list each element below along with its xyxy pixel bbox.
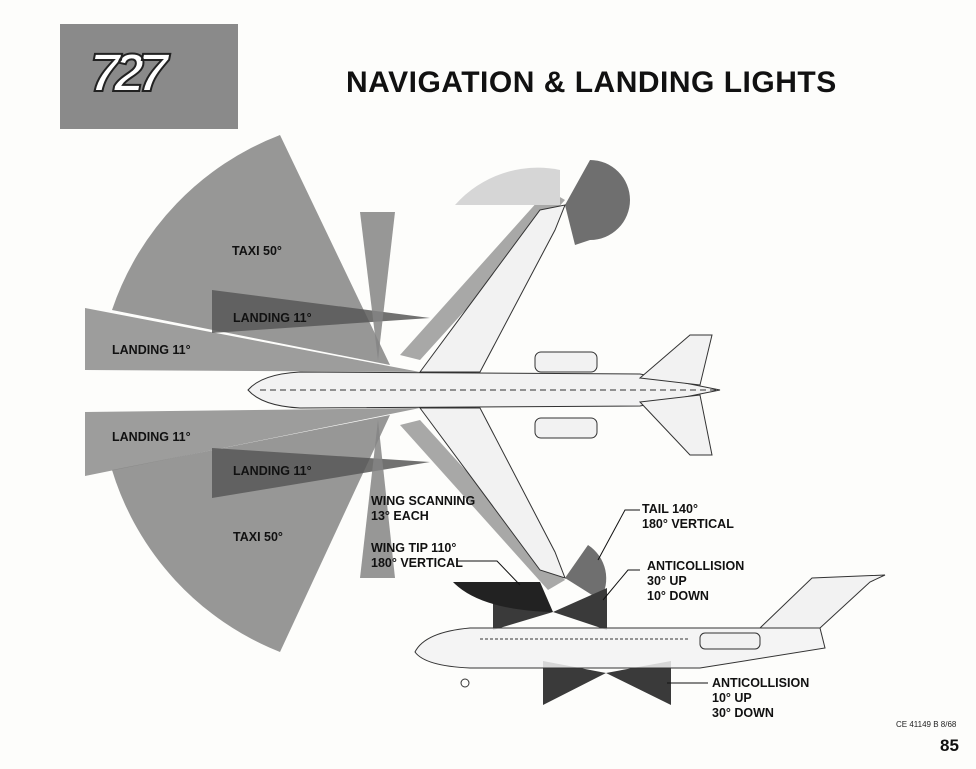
landing-upper-inner-cone — [212, 290, 430, 333]
anticollision-lower-label: ANTICOLLISION 10° UP 30° DOWN — [712, 676, 810, 720]
wing-tip-side-cone — [453, 582, 553, 612]
aircraft-top-view — [247, 204, 721, 579]
landing-upper-outer-cone — [85, 308, 420, 372]
page-number: 85 — [940, 736, 959, 755]
wing-scan-upper — [360, 212, 395, 360]
landing-upper-inner-label: LANDING 11° — [233, 311, 312, 325]
taxi-lower-label: TAXI 50° — [233, 530, 283, 544]
tail-lower — [638, 394, 713, 456]
landing-lower-outer-label: LANDING 11° — [112, 430, 191, 444]
anticollision-upper-cone — [493, 588, 607, 630]
727-logo: 727 — [60, 24, 238, 129]
side-tail-fin — [758, 574, 886, 629]
wing-scanning-label: WING SCANNING 13° EACH — [371, 494, 476, 523]
anticollision-upper-label: ANTICOLLISION 30° UP 10° DOWN — [647, 559, 745, 603]
anticollision-lower-cone — [543, 661, 671, 705]
wing-tip-upper-light — [455, 167, 560, 205]
page-title: NAVIGATION & LANDING LIGHTS — [346, 66, 837, 99]
landing-lower-inner-label: LANDING 11° — [233, 464, 312, 478]
tail-light-label: TAIL 140° 180° VERTICAL — [642, 502, 734, 531]
landing-upper-outer-label: LANDING 11° — [112, 343, 191, 357]
aircraft-side-view — [414, 574, 886, 688]
wing-tip-upper-dark — [565, 160, 630, 245]
wing-tip-lower — [565, 545, 607, 600]
logo-text: 727 — [89, 42, 169, 104]
light-cones — [85, 135, 630, 652]
engine-lower — [534, 417, 598, 439]
side-fuselage — [414, 627, 826, 669]
tail-upper — [638, 334, 713, 386]
lower-wing — [419, 407, 566, 579]
wing-tip-label: WING TIP 110° 180° VERTICAL — [371, 541, 463, 570]
side-engine — [699, 632, 761, 650]
leader-lines — [457, 509, 708, 684]
upper-wing — [419, 204, 566, 373]
taxi-upper-label: TAXI 50° — [232, 244, 282, 258]
anticollision-cones — [453, 582, 671, 705]
landing-lower-outer-cone — [85, 408, 420, 476]
wing-scan-lower — [360, 420, 395, 578]
landing-gear-icon — [460, 678, 470, 688]
document-code: CE 41149 B 8/68 — [896, 720, 957, 729]
engine-upper — [534, 351, 598, 373]
